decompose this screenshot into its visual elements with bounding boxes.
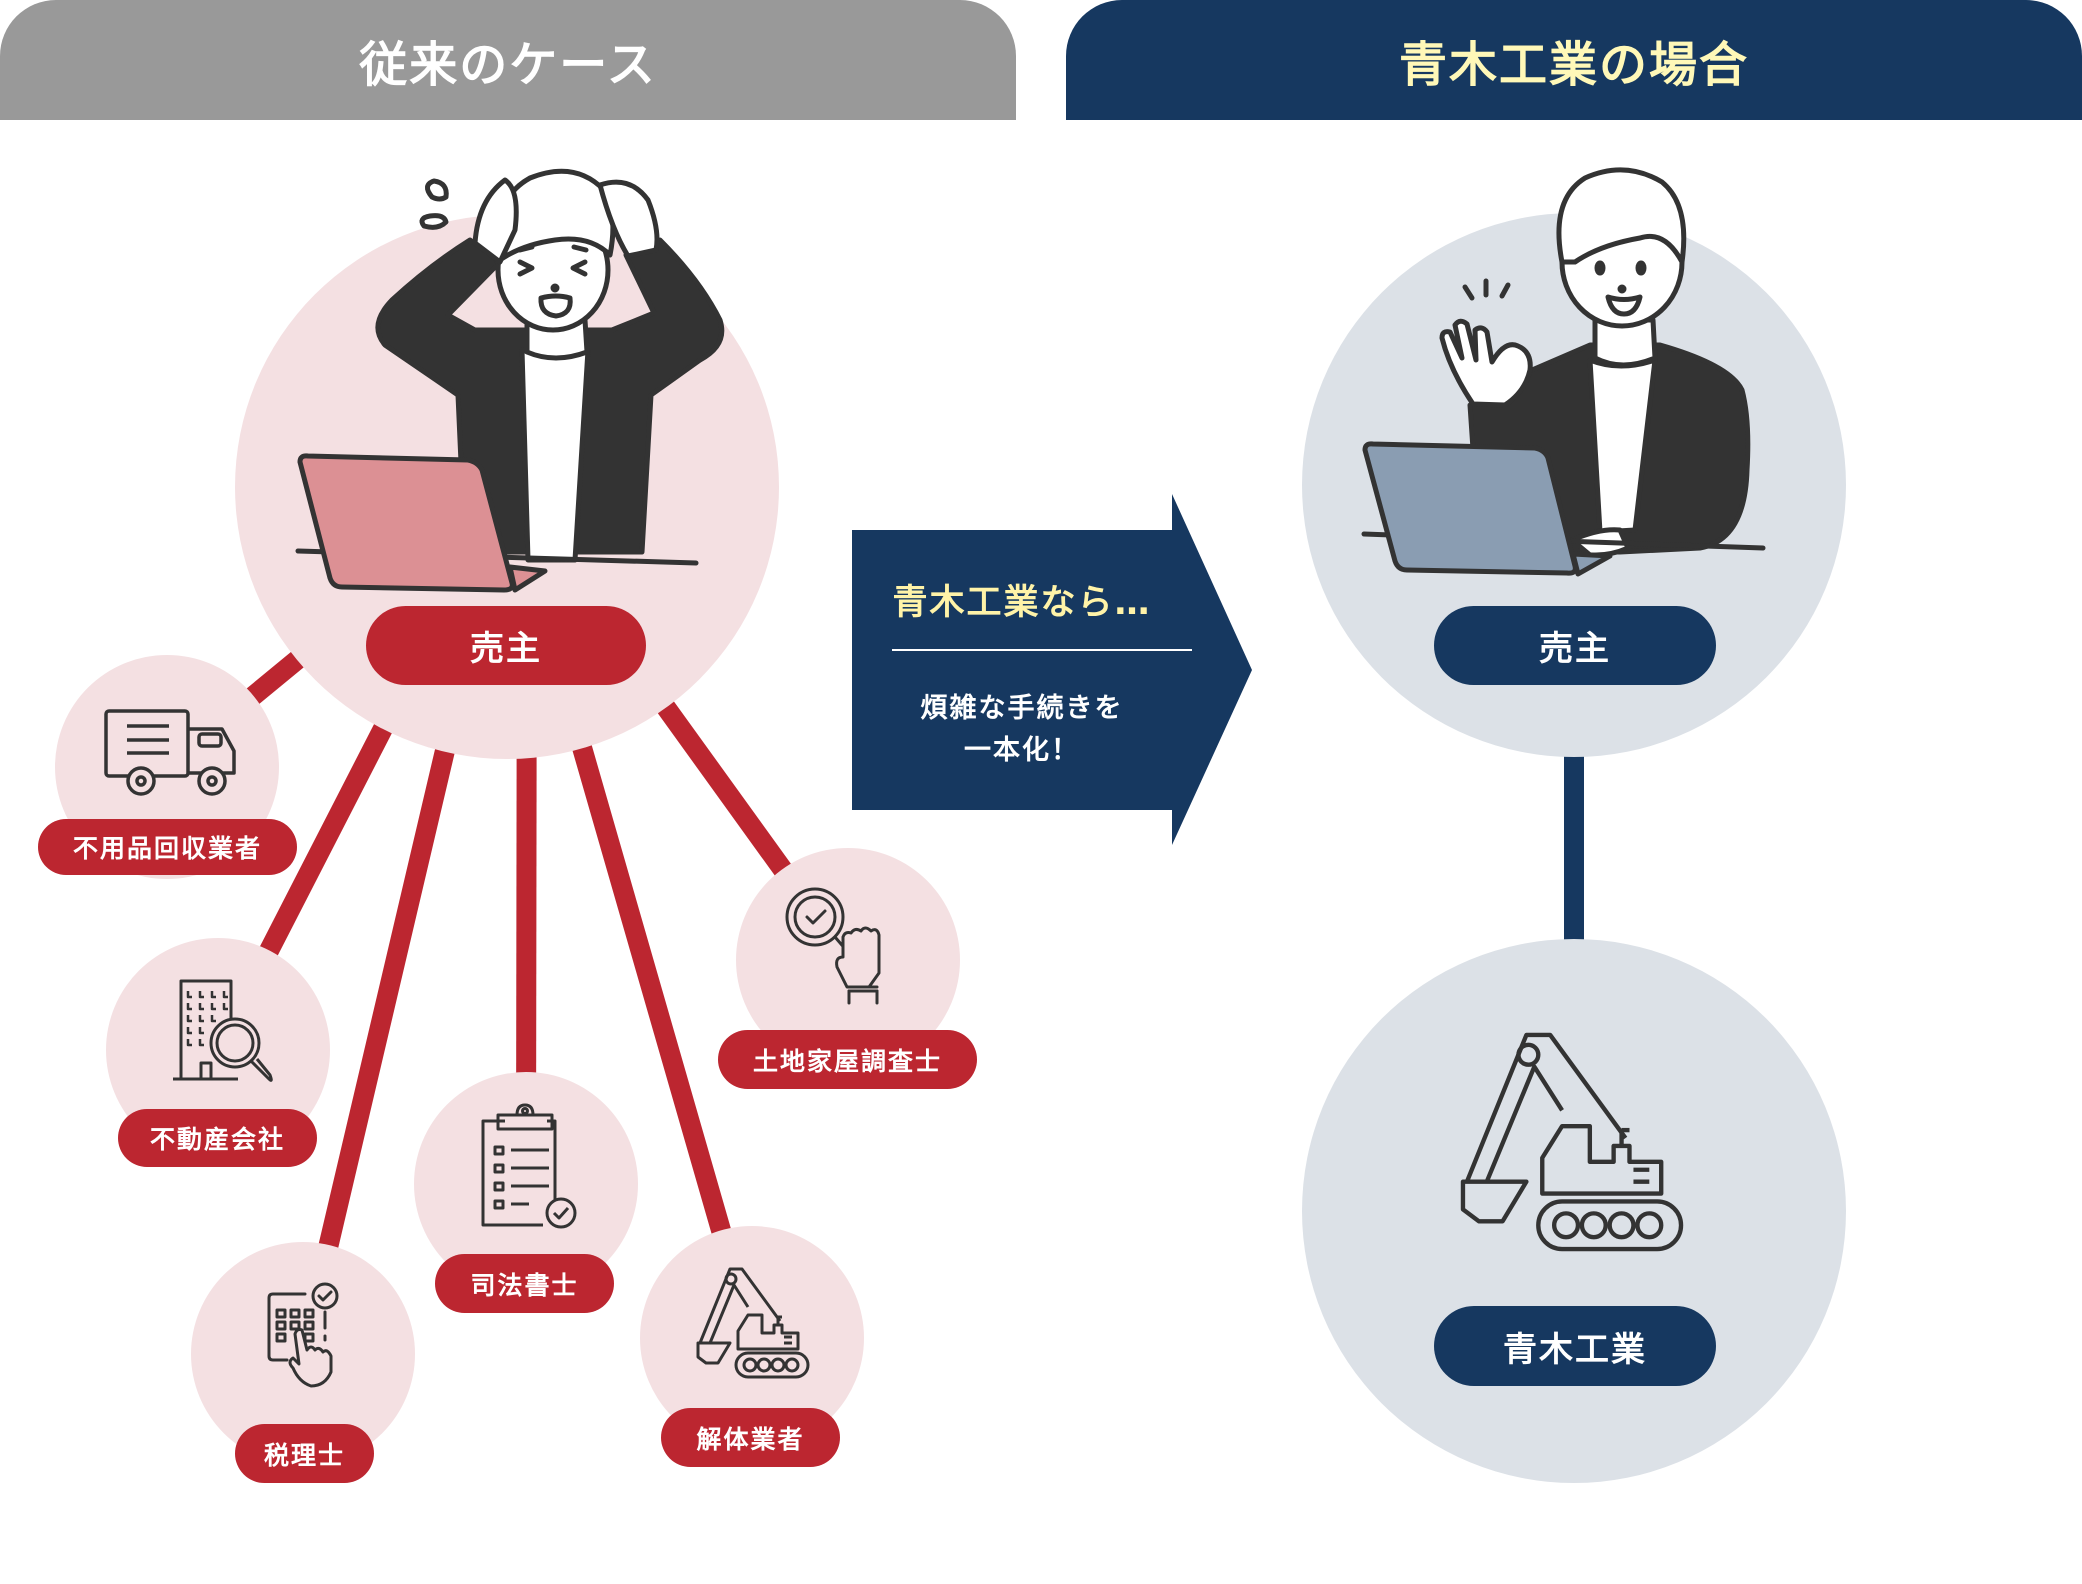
aoki-company-circle: [1302, 939, 1846, 1483]
arrow-body: 煩雑な手続きを 一本化！: [852, 688, 1192, 772]
excavator-icon-large: [1460, 1032, 1684, 1252]
arrow-body-line-1: 煩雑な手続きを: [920, 693, 1124, 724]
connector-line-aoki: [1564, 740, 1584, 950]
arrow-shape: [852, 494, 1252, 845]
mouth: [1605, 294, 1643, 317]
node-label-tax-accountant: 税理士: [235, 1424, 374, 1483]
arrow-title: 青木工業なら…: [892, 583, 1152, 623]
node-label-demolition: 解体業者: [661, 1408, 840, 1467]
truck-icon: [104, 709, 236, 796]
sweat-drop-icon: [425, 178, 449, 202]
seller-label-aoki: 売主: [1434, 606, 1716, 685]
excavator-icon: [696, 1267, 810, 1379]
seller-label-conventional: 売主: [366, 606, 646, 685]
node-label-land-surveyor: 土地家屋調査士: [718, 1030, 977, 1089]
right-hand: [597, 179, 660, 259]
header-aoki-title: 青木工業の場合: [1398, 37, 1749, 93]
ok-hand: [1439, 318, 1533, 408]
arrow-body-line-2: 一本化！: [964, 735, 1080, 766]
node-label-judicial-scrivener: 司法書士: [435, 1254, 614, 1313]
hair: [1556, 167, 1687, 265]
calculator-touch-icon: [267, 1282, 339, 1388]
aoki-company-label: 青木工業: [1434, 1306, 1716, 1386]
header-aoki-case: 青木工業の場合: [1066, 0, 2082, 120]
arrow-divider: [892, 649, 1192, 651]
left-hand: [472, 177, 519, 265]
node-label-junk-removal: 不用品回収業者: [38, 819, 297, 875]
clipboard-checklist-icon: [481, 1103, 577, 1229]
header-conventional-title: 従来のケース: [359, 37, 657, 93]
mouth: [538, 293, 573, 319]
building-search-icon: [173, 979, 273, 1082]
sweat-drop-icon: [419, 213, 449, 230]
magnifier-hand-icon: [785, 887, 881, 1005]
node-label-real-estate: 不動産会社: [118, 1109, 317, 1167]
header-conventional-case: 従来のケース: [0, 0, 1016, 120]
